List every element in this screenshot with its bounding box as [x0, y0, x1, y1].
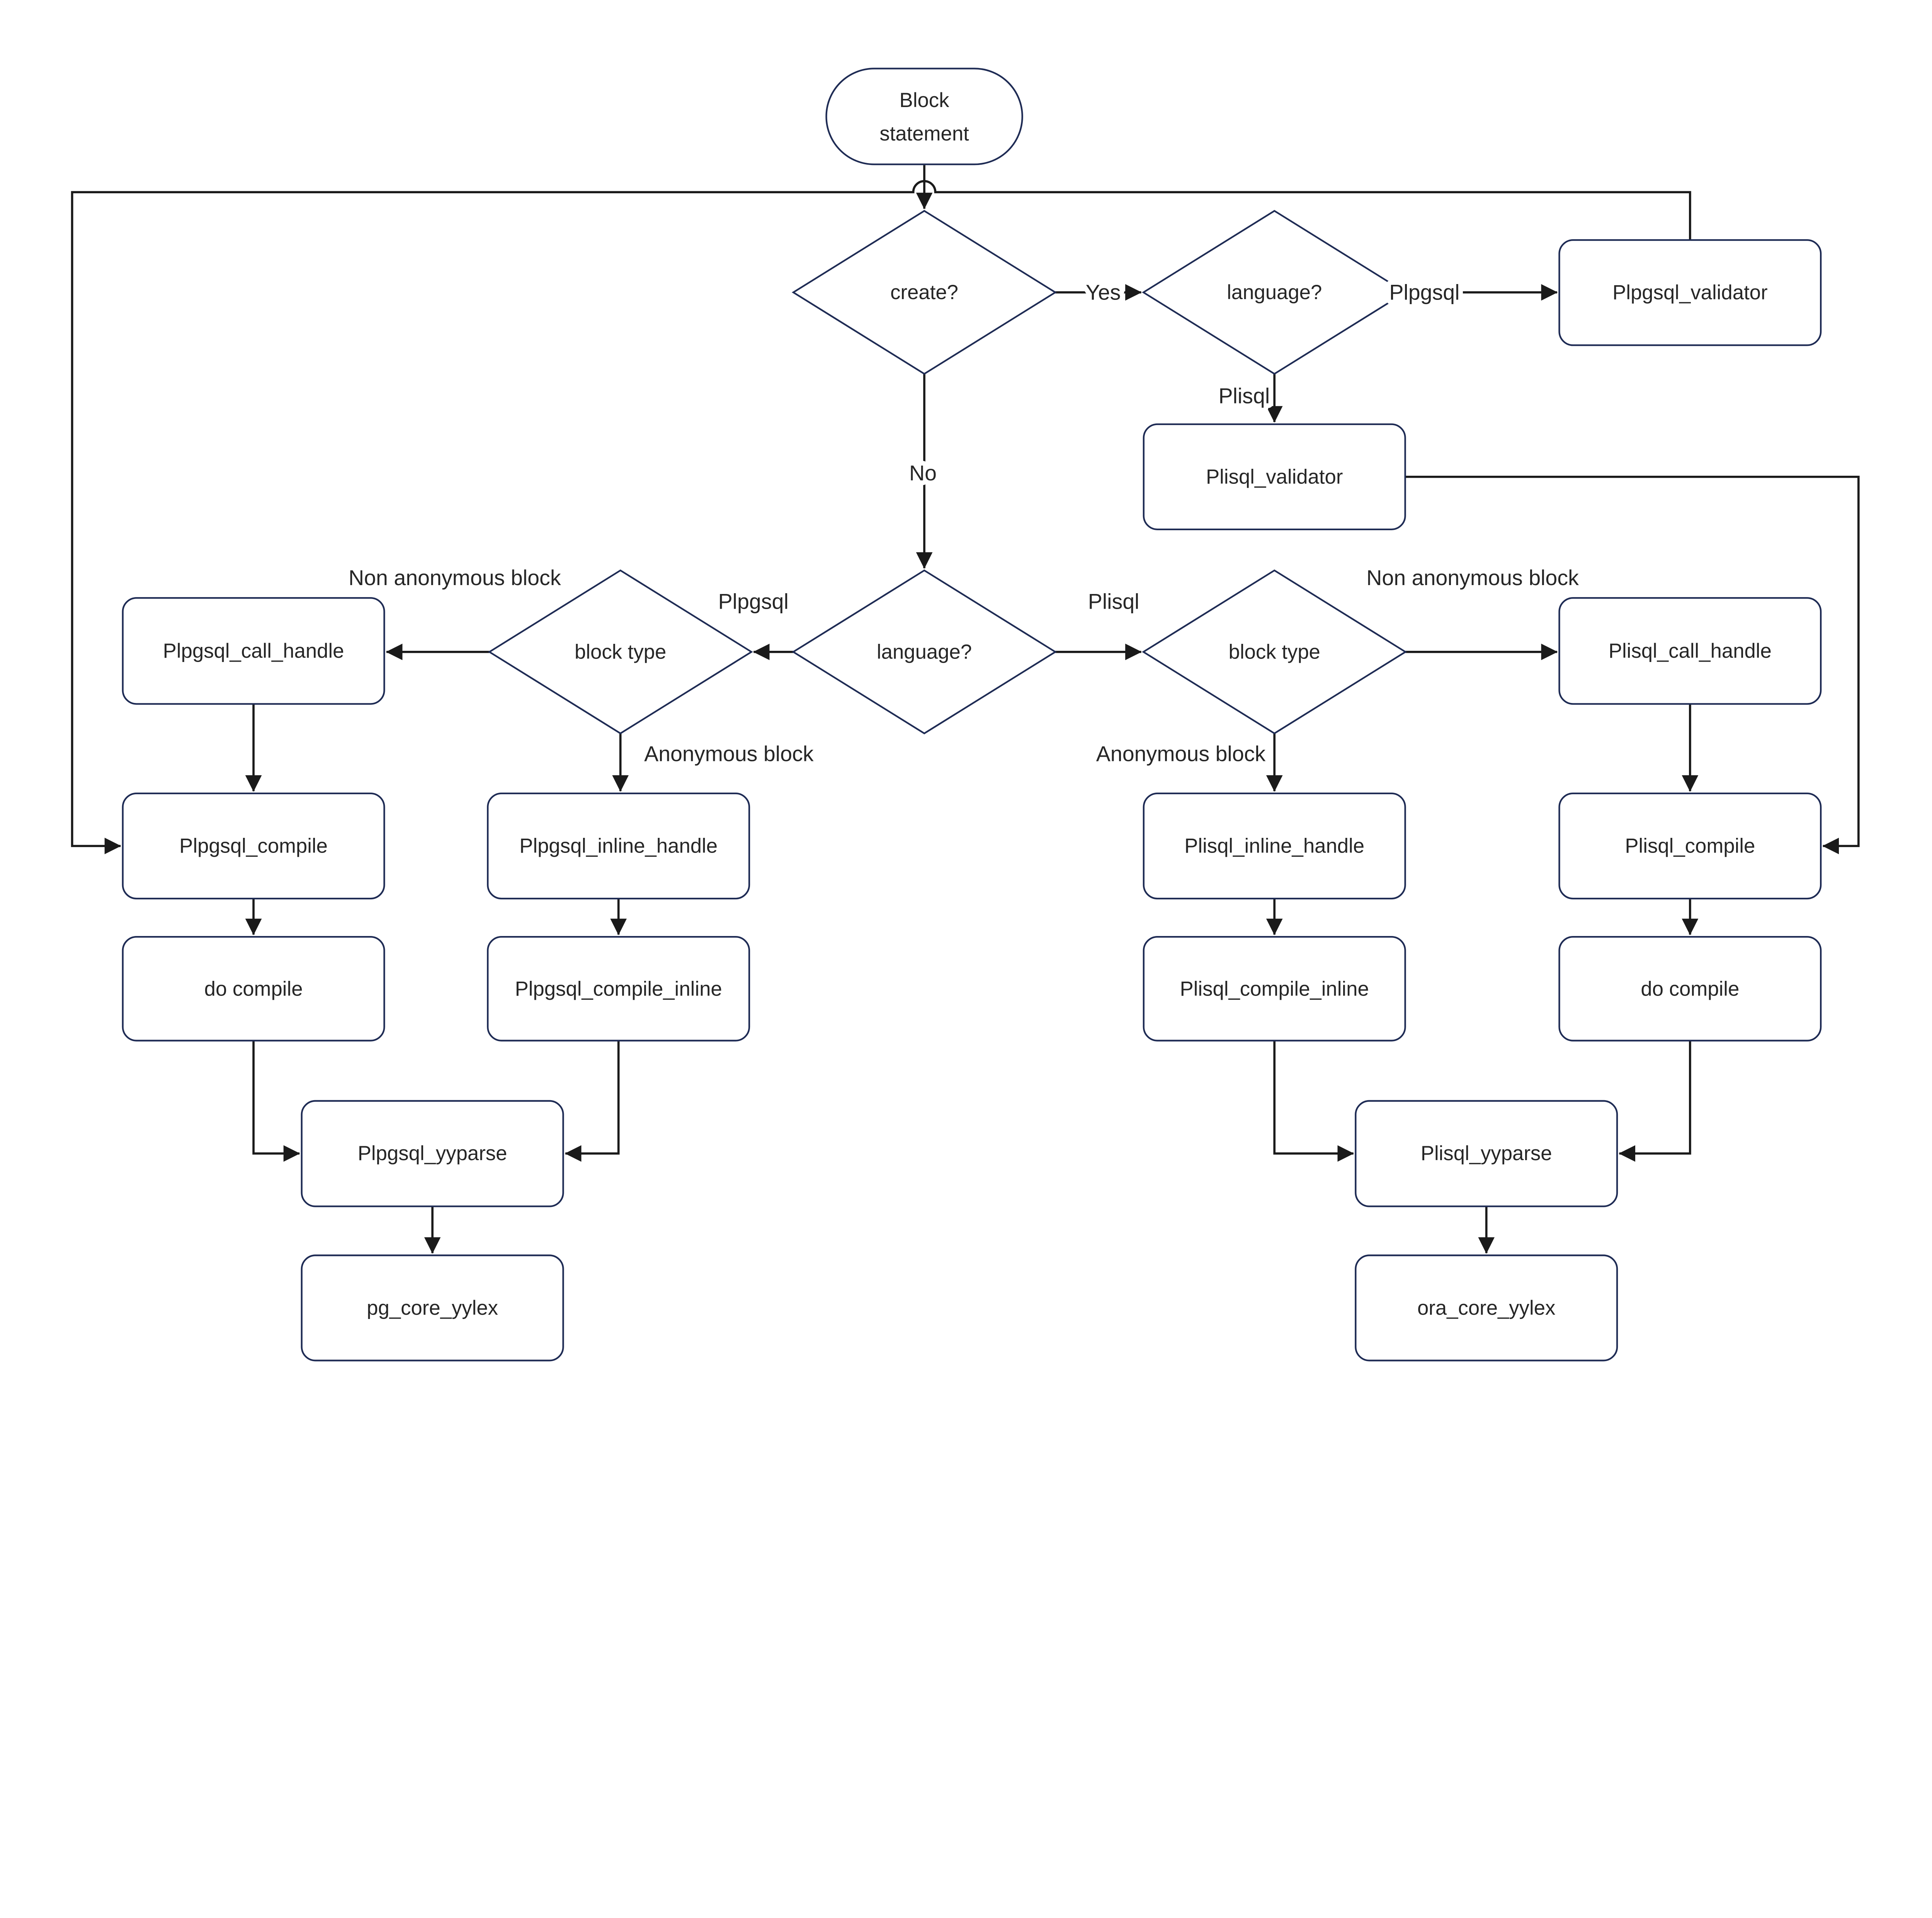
plisql-compile-inline-shape	[1143, 936, 1406, 1042]
node-block-type-right-decision: block type	[1142, 569, 1407, 735]
plisql-validator-label: Plisql_validator	[1206, 465, 1343, 488]
do-compile-left-label: do compile	[204, 977, 303, 1000]
plpgsql-compile-label: Plpgsql_compile	[179, 835, 328, 858]
pg-core-yylex-shape	[301, 1254, 564, 1361]
plpgsql-call-handle-shape	[122, 597, 385, 705]
plisql-compile-inline-label: Plisql_compile_inline	[1180, 977, 1369, 1000]
node-create-decision: create?	[791, 210, 1057, 375]
node-plpgsql-call-handle: Plpgsql_call_handle	[122, 597, 385, 705]
node-block-type-left-decision: block type	[488, 569, 753, 735]
node-do-compile-right: do compile	[1558, 936, 1822, 1042]
edge-label-yes: Yes	[1086, 281, 1121, 305]
edge-do-compile-right-to-yyparse	[1619, 1040, 1691, 1162]
plisql-yyparse-label: Plisql_yyparse	[1421, 1142, 1552, 1165]
block-statement-label-line2: statement	[879, 123, 969, 145]
edges	[71, 165, 1860, 1254]
edge-do-compile-left-to-yyparse	[252, 1040, 300, 1162]
plisql-compile-shape	[1558, 792, 1822, 900]
node-plisql-compile: Plisql_compile	[1558, 792, 1822, 900]
block-type-left-decision-shape	[488, 569, 753, 735]
edge-plisql-validator-to-plisql-compile	[1405, 475, 1860, 854]
nodes: Block statement create? language? Plpgsq…	[122, 68, 1822, 1361]
plisql-validator-shape	[1143, 423, 1406, 530]
block-statement-label-line1: Block	[900, 89, 950, 112]
create-decision-shape	[791, 210, 1057, 375]
ora-core-yylex-shape	[1355, 1254, 1618, 1361]
plisql-inline-handle-label: Plisql_inline_handle	[1184, 835, 1364, 858]
plisql-yyparse-shape	[1355, 1100, 1618, 1207]
edge-label-no: No	[909, 461, 937, 485]
node-language-top-decision: language?	[1142, 210, 1407, 375]
node-plisql-compile-inline: Plisql_compile_inline	[1143, 936, 1406, 1042]
plpgsql-compile-inline-shape	[487, 936, 750, 1042]
pg-core-yylex-label: pg_core_yylex	[367, 1297, 498, 1319]
plpgsql-inline-handle-shape	[487, 792, 750, 900]
edge-label-non-anonymous-left: Non anonymous block	[349, 566, 561, 590]
node-plisql-validator: Plisql_validator	[1143, 423, 1406, 530]
block-type-right-decision-shape	[1142, 569, 1407, 735]
node-plpgsql-yyparse: Plpgsql_yyparse	[301, 1100, 564, 1207]
do-compile-left-shape	[122, 936, 385, 1042]
edge-label-anonymous-left: Anonymous block	[644, 742, 814, 766]
do-compile-right-label: do compile	[1641, 977, 1739, 1000]
language-top-decision-label: language?	[1227, 281, 1322, 304]
node-plpgsql-compile: Plpgsql_compile	[122, 792, 385, 900]
language-mid-decision-shape	[791, 569, 1057, 735]
edge-label-plisql-language-branch: Plisql	[1088, 589, 1139, 613]
plpgsql-call-handle-label: Plpgsql_call_handle	[163, 640, 344, 662]
flowchart-page: Block statement create? language? Plpgsq…	[71, 68, 1860, 1361]
plisql-call-handle-shape	[1558, 597, 1822, 705]
edge-compile-inline-right-to-yyparse	[1273, 1040, 1354, 1162]
node-pg-core-yylex: pg_core_yylex	[301, 1254, 564, 1361]
plpgsql-inline-handle-label: Plpgsql_inline_handle	[519, 835, 718, 858]
edge-plpgsql-validator-to-plpgsql-compile	[71, 180, 1691, 854]
create-decision-label: create?	[890, 281, 958, 304]
block-type-left-decision-label: block type	[575, 640, 666, 663]
block-type-right-decision-label: block type	[1229, 640, 1320, 663]
node-plisql-call-handle: Plisql_call_handle	[1558, 597, 1822, 705]
node-plisql-yyparse: Plisql_yyparse	[1355, 1100, 1618, 1207]
edge-label-plisql-create-branch: Plisql	[1218, 384, 1270, 408]
node-plisql-inline-handle: Plisql_inline_handle	[1143, 792, 1406, 900]
plpgsql-compile-shape	[122, 792, 385, 900]
plpgsql-validator-label: Plpgsql_validator	[1612, 281, 1767, 304]
node-do-compile-left: do compile	[122, 936, 385, 1042]
plpgsql-yyparse-label: Plpgsql_yyparse	[358, 1142, 507, 1165]
node-language-mid-decision: language?	[791, 569, 1057, 735]
edge-compile-inline-left-to-yyparse	[565, 1040, 620, 1162]
plisql-compile-label: Plisql_compile	[1625, 835, 1755, 858]
edge-label-anonymous-right: Anonymous block	[1096, 742, 1266, 766]
plisql-inline-handle-shape	[1143, 792, 1406, 900]
block-statement-shape	[825, 68, 1023, 165]
plisql-call-handle-label: Plisql_call_handle	[1609, 640, 1772, 662]
edge-label-plpgsql-create-branch: Plpgsql	[1389, 281, 1459, 305]
plpgsql-compile-inline-label: Plpgsql_compile_inline	[515, 977, 722, 1000]
node-plpgsql-inline-handle: Plpgsql_inline_handle	[487, 792, 750, 900]
node-plpgsql-validator: Plpgsql_validator	[1558, 239, 1822, 346]
edge-label-plpgsql-language-branch: Plpgsql	[718, 589, 789, 613]
node-ora-core-yylex: ora_core_yylex	[1355, 1254, 1618, 1361]
node-block-statement: Block statement	[825, 68, 1023, 165]
node-plpgsql-compile-inline: Plpgsql_compile_inline	[487, 936, 750, 1042]
plpgsql-validator-shape	[1558, 239, 1822, 346]
edge-labels: Yes Plpgsql Plisql No Plpgsql Plisql Non…	[349, 276, 1579, 766]
do-compile-right-shape	[1558, 936, 1822, 1042]
edge-label-non-anonymous-right: Non anonymous block	[1366, 566, 1579, 590]
language-mid-decision-label: language?	[877, 640, 972, 663]
ora-core-yylex-label: ora_core_yylex	[1417, 1297, 1555, 1319]
language-top-decision-shape	[1142, 210, 1407, 375]
flowchart-canvas: Block statement create? language? Plpgsq…	[71, 68, 1860, 1361]
plpgsql-yyparse-shape	[301, 1100, 564, 1207]
